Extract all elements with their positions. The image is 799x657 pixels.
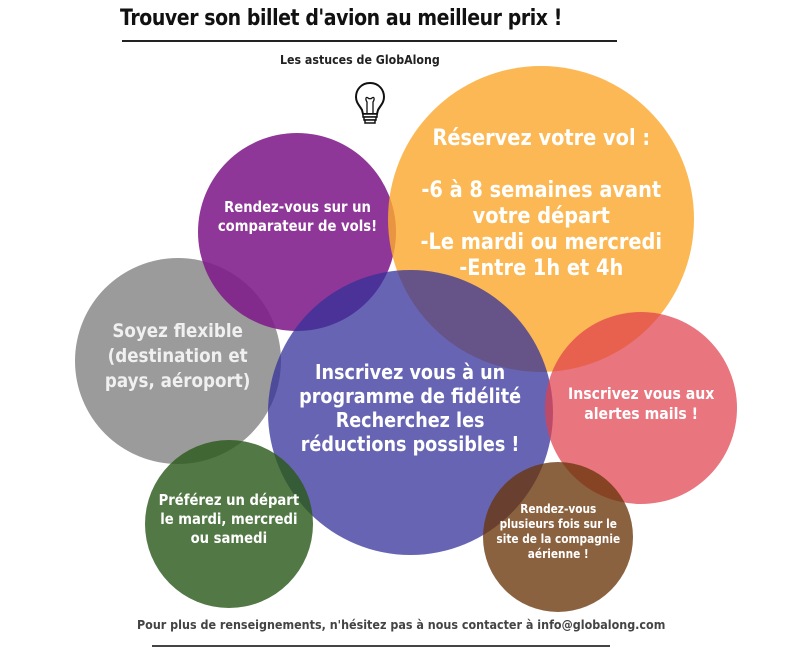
bubble-compagnie-text: Rendez-vous plusieurs fois sur le site d… — [496, 502, 620, 561]
lightbulb-icon — [354, 81, 386, 124]
page-title: Trouver son billet d'avion au meilleur p… — [120, 6, 562, 31]
bubble-depart-text: Préférez un départ le mardi, mercredi ou… — [158, 490, 300, 547]
bubble-comparateur-text: Rendez-vous sur un comparateur de vols! — [217, 198, 377, 235]
bubble-alertes-text: Inscrivez vous aux alertes mails ! — [567, 384, 715, 423]
subtitle: Les astuces de GlobAlong — [280, 53, 440, 67]
bubble-reservez-text: Réservez votre vol : -6 à 8 semaines ava… — [420, 126, 662, 281]
bubble-fidelite-text: Inscrivez vous à un programme de fidélit… — [299, 359, 522, 456]
bubble-compagnie: Rendez-vous plusieurs fois sur le site d… — [483, 462, 633, 612]
bubble-depart: Préférez un départ le mardi, mercredi ou… — [145, 440, 313, 608]
footer-contact: Pour plus de renseignements, n'hésitez p… — [137, 618, 666, 632]
bubble-flexible-text: Soyez flexible (destination et pays, aér… — [105, 319, 251, 392]
title-underline — [122, 40, 617, 42]
bubble-comparateur: Rendez-vous sur un comparateur de vols! — [198, 133, 396, 331]
footer-underline — [152, 645, 610, 647]
